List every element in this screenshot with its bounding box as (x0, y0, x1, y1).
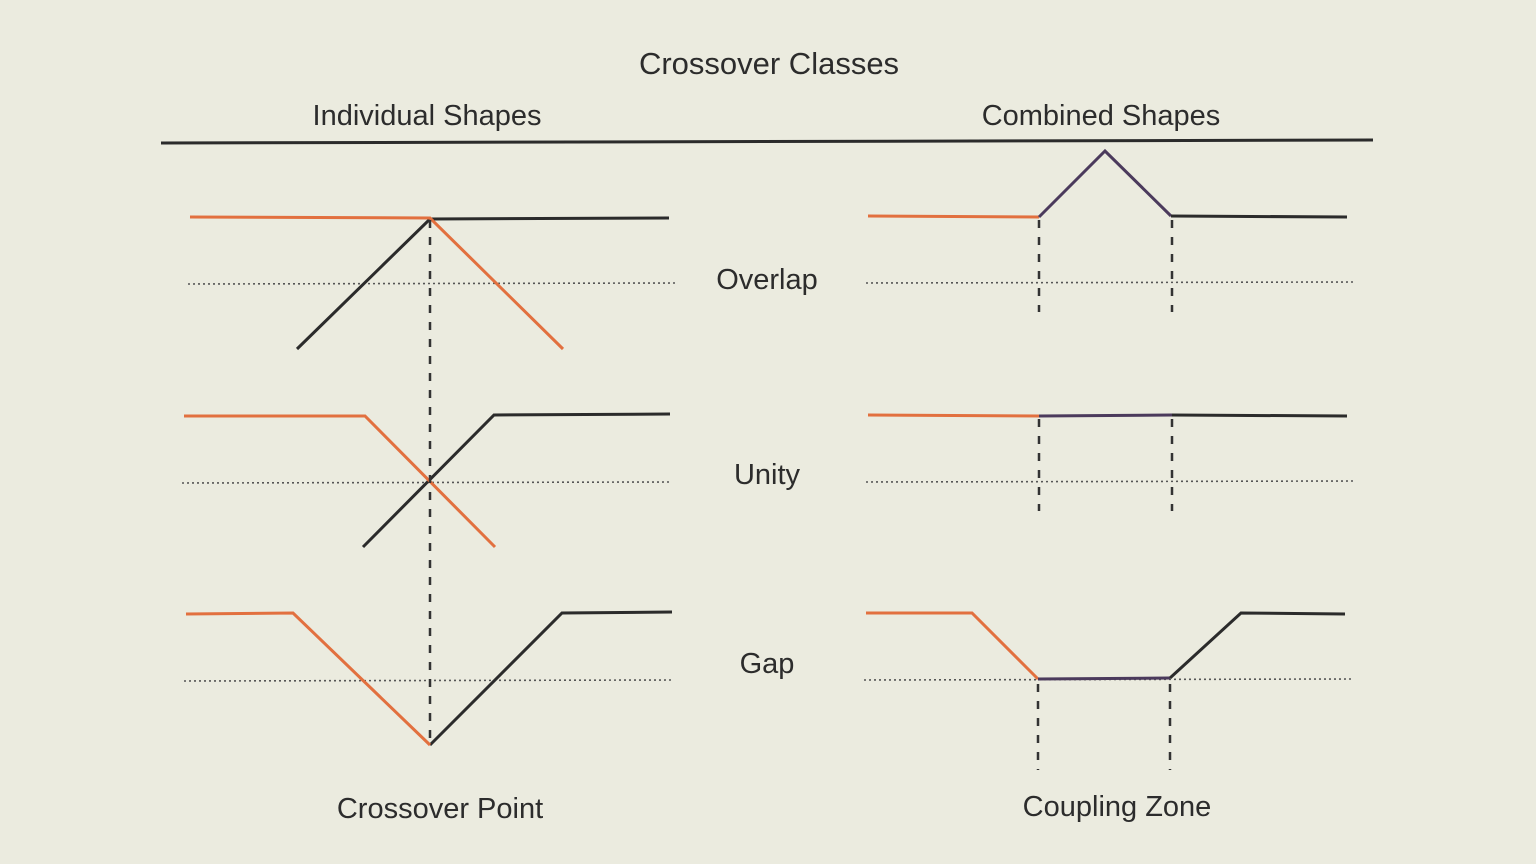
reference-line (865, 480, 1354, 483)
low-shape-segment (866, 611, 1040, 681)
combined-shapes-panel (863, 148, 1354, 770)
overlap-combined (865, 148, 1354, 312)
combined-zone-segment (1038, 413, 1173, 418)
row-label-gap: Gap (740, 648, 795, 680)
low-shape-curve (185, 611, 432, 747)
reference-line (865, 281, 1354, 284)
gap-individual (183, 610, 673, 747)
combined-zone-segment (1037, 148, 1173, 219)
low-shape-segment (867, 413, 1040, 418)
row-label-overlap: Overlap (716, 264, 818, 296)
high-shape-curve (428, 610, 673, 747)
high-shape-segment (1168, 611, 1346, 680)
combined-shapes-header: Combined Shapes (982, 100, 1221, 132)
low-shape-curve (189, 215, 565, 351)
reference-line (183, 679, 672, 682)
overlap-individual (187, 215, 676, 351)
row-label-unity: Unity (734, 459, 801, 491)
coupling-zone-label: Coupling Zone (1023, 791, 1212, 823)
unity-combined (865, 413, 1354, 511)
high-shape-segment (1171, 413, 1348, 418)
reference-line (187, 282, 676, 285)
low-shape-curve (184, 414, 497, 549)
gap-combined (863, 611, 1352, 770)
high-shape-segment (1170, 214, 1348, 219)
reference-line (181, 481, 670, 484)
low-shape-segment (867, 214, 1040, 219)
high-shape-curve (361, 412, 671, 549)
header-rule (160, 138, 1374, 145)
crossover-point-label: Crossover Point (337, 793, 543, 825)
diagram-title: Crossover Classes (639, 46, 899, 81)
individual-shapes-panel (181, 215, 676, 747)
individual-shapes-header: Individual Shapes (313, 100, 542, 132)
unity-individual (181, 412, 671, 549)
reference-line (863, 678, 1352, 681)
combined-zone-segment (1037, 676, 1171, 681)
